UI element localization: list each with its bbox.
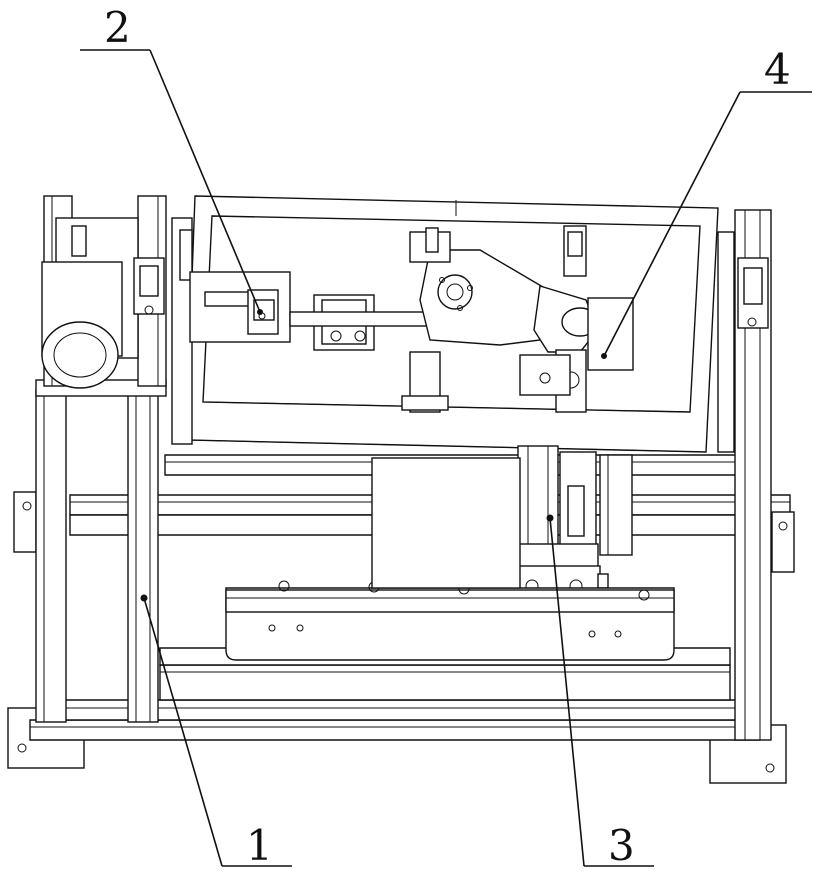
callout-label-4: 4 [764, 45, 791, 94]
callout-label-1: 1 [246, 821, 273, 870]
callout-label-3: 3 [608, 821, 635, 870]
left-stand [36, 196, 166, 722]
callout-label-2: 2 [104, 3, 131, 52]
